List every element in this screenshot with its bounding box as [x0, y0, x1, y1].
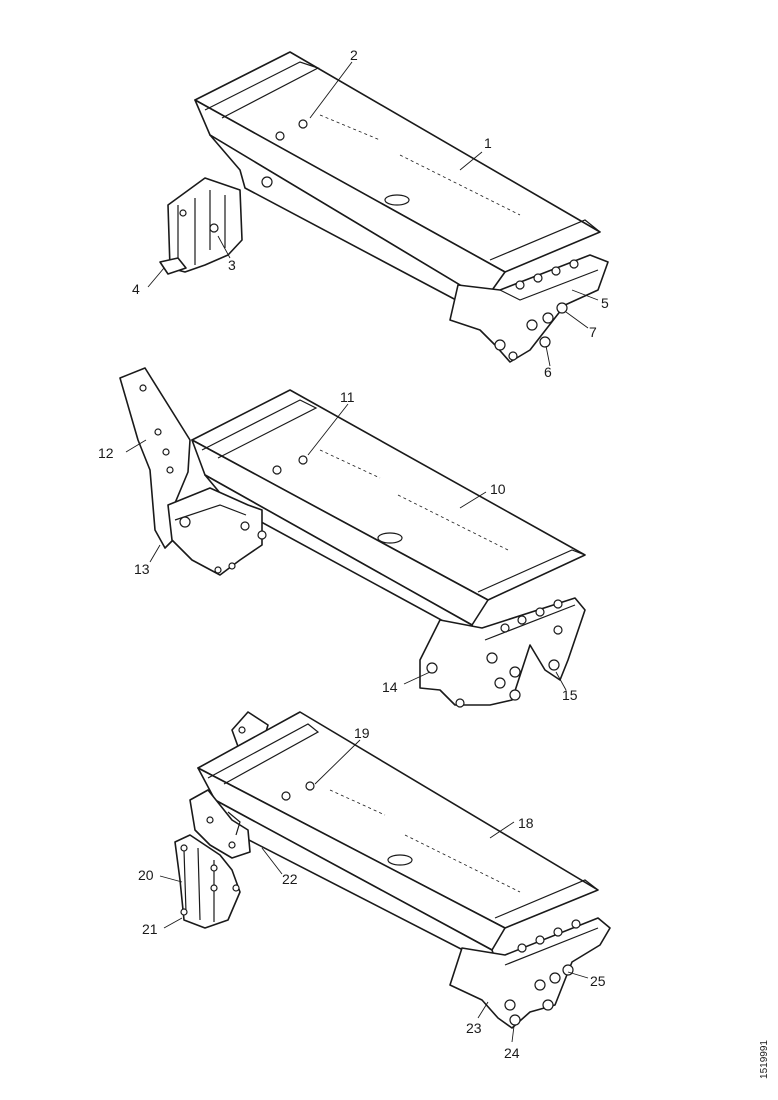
callout-15: 15: [562, 687, 578, 703]
right-bracket-1: [449, 254, 609, 363]
callout-21: 21: [142, 921, 158, 937]
inner-bracket-22: [189, 789, 251, 859]
callout-23: 23: [466, 1020, 482, 1036]
callout-5: 5: [601, 295, 609, 311]
callout-7: 7: [589, 324, 597, 340]
assembly-2: 11 12 10 13 14 15: [98, 367, 586, 708]
crossmember-1: [194, 51, 601, 319]
assembly-1: 2 1 3 4 5 7 6: [132, 47, 609, 380]
callout-24: 24: [504, 1045, 520, 1061]
callout-18: 18: [518, 815, 534, 831]
callout-22: 22: [282, 871, 298, 887]
assembly-3: 19 18 20 22 21 25 23 24: [138, 711, 611, 1061]
callout-13: 13: [134, 561, 150, 577]
callout-12: 12: [98, 445, 114, 461]
figure-reference-code: 1519991: [759, 1040, 770, 1079]
crossmember-10: [191, 389, 586, 641]
left-bracket-13: [167, 487, 267, 576]
callout-6: 6: [544, 364, 552, 380]
callout-14: 14: [382, 679, 398, 695]
right-bracket-2: [419, 597, 586, 708]
callout-20: 20: [138, 867, 154, 883]
callout-1: 1: [484, 135, 492, 151]
callout-25: 25: [590, 973, 606, 989]
callout-4: 4: [132, 281, 140, 297]
callout-3: 3: [228, 257, 236, 273]
crossmember-18: [197, 711, 599, 969]
left-bracket-3: [174, 834, 241, 929]
left-bracket-1: [159, 177, 243, 275]
callout-10: 10: [490, 481, 506, 497]
callout-2: 2: [350, 47, 358, 63]
right-bracket-3: [449, 917, 611, 1029]
callout-11: 11: [340, 389, 355, 405]
callout-19: 19: [354, 725, 370, 741]
